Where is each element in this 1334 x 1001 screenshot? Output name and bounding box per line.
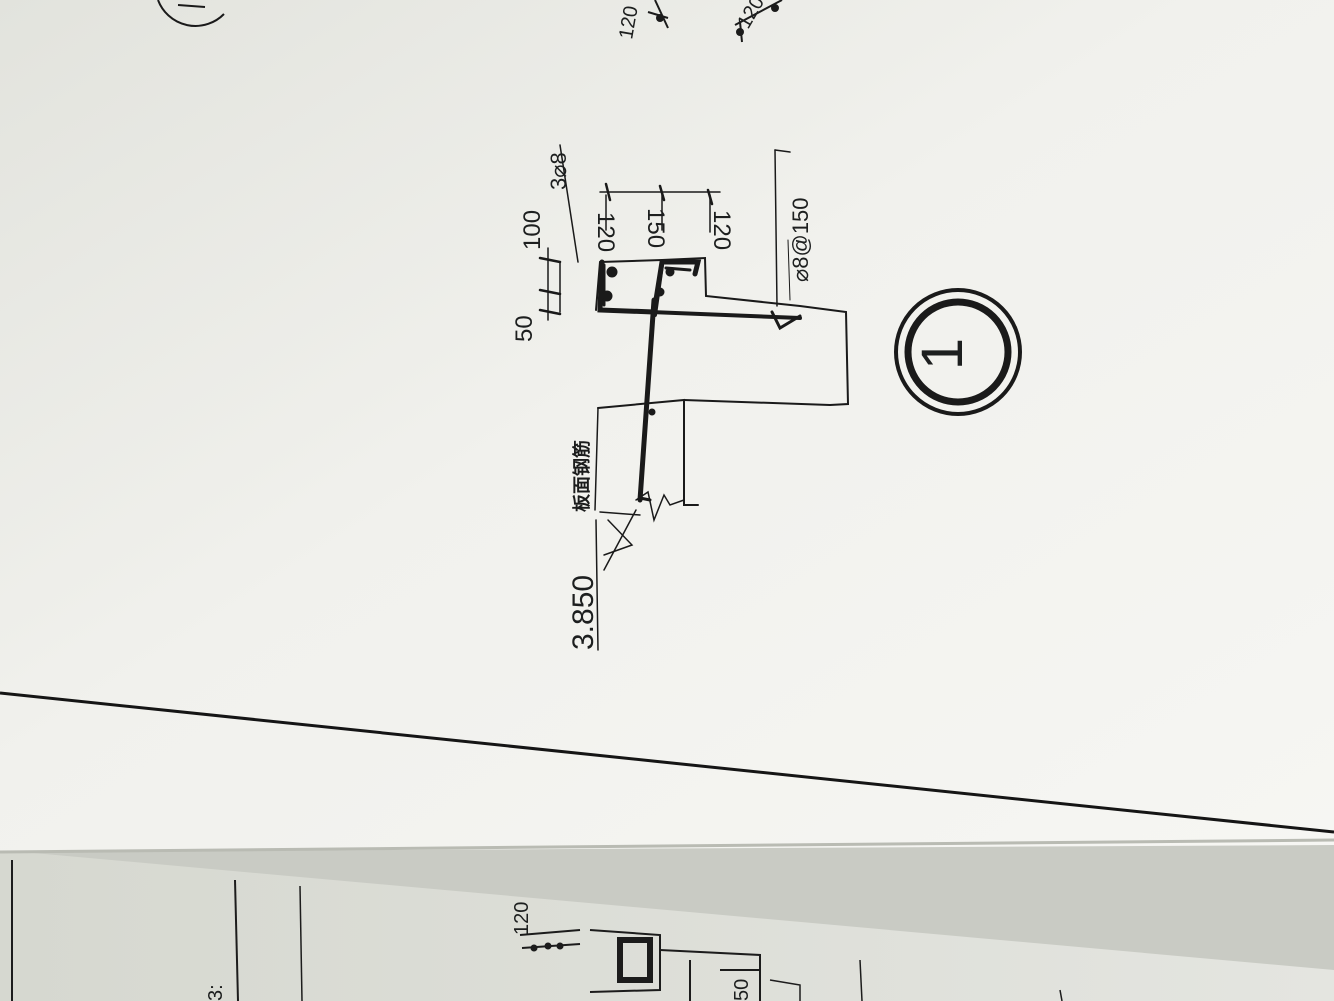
lower-dim-120: 120 bbox=[511, 902, 533, 935]
dim-50: 50 bbox=[511, 315, 538, 342]
slab-rebar-note: 板面钢筋 bbox=[571, 440, 593, 512]
beam-outline bbox=[597, 398, 699, 506]
lower-dim-3: 3: bbox=[205, 984, 227, 1001]
dim-100: 100 bbox=[519, 210, 546, 250]
elevation-label: 3.850 bbox=[567, 575, 600, 650]
stirrup-label: ⌀8@150 bbox=[788, 197, 813, 282]
lower-sheet bbox=[0, 850, 1334, 1001]
section-detail bbox=[538, 144, 850, 651]
paper-sheet bbox=[0, 0, 1334, 852]
top-right-fragment bbox=[647, 0, 783, 43]
section-number: 1 bbox=[910, 338, 975, 370]
dim-150: 150 bbox=[642, 208, 669, 248]
corner-circle-fragment bbox=[157, 0, 225, 27]
dim-120-left: 120 bbox=[592, 212, 619, 252]
section-callout bbox=[894, 288, 1022, 416]
frame-border-line bbox=[0, 691, 1334, 834]
lower-sheet-drawing bbox=[11, 860, 1063, 1001]
top-rebar-label: 3⌀8 bbox=[546, 152, 571, 190]
lower-dim-50: 50 bbox=[731, 979, 753, 1001]
dim-120-right: 120 bbox=[708, 210, 735, 250]
